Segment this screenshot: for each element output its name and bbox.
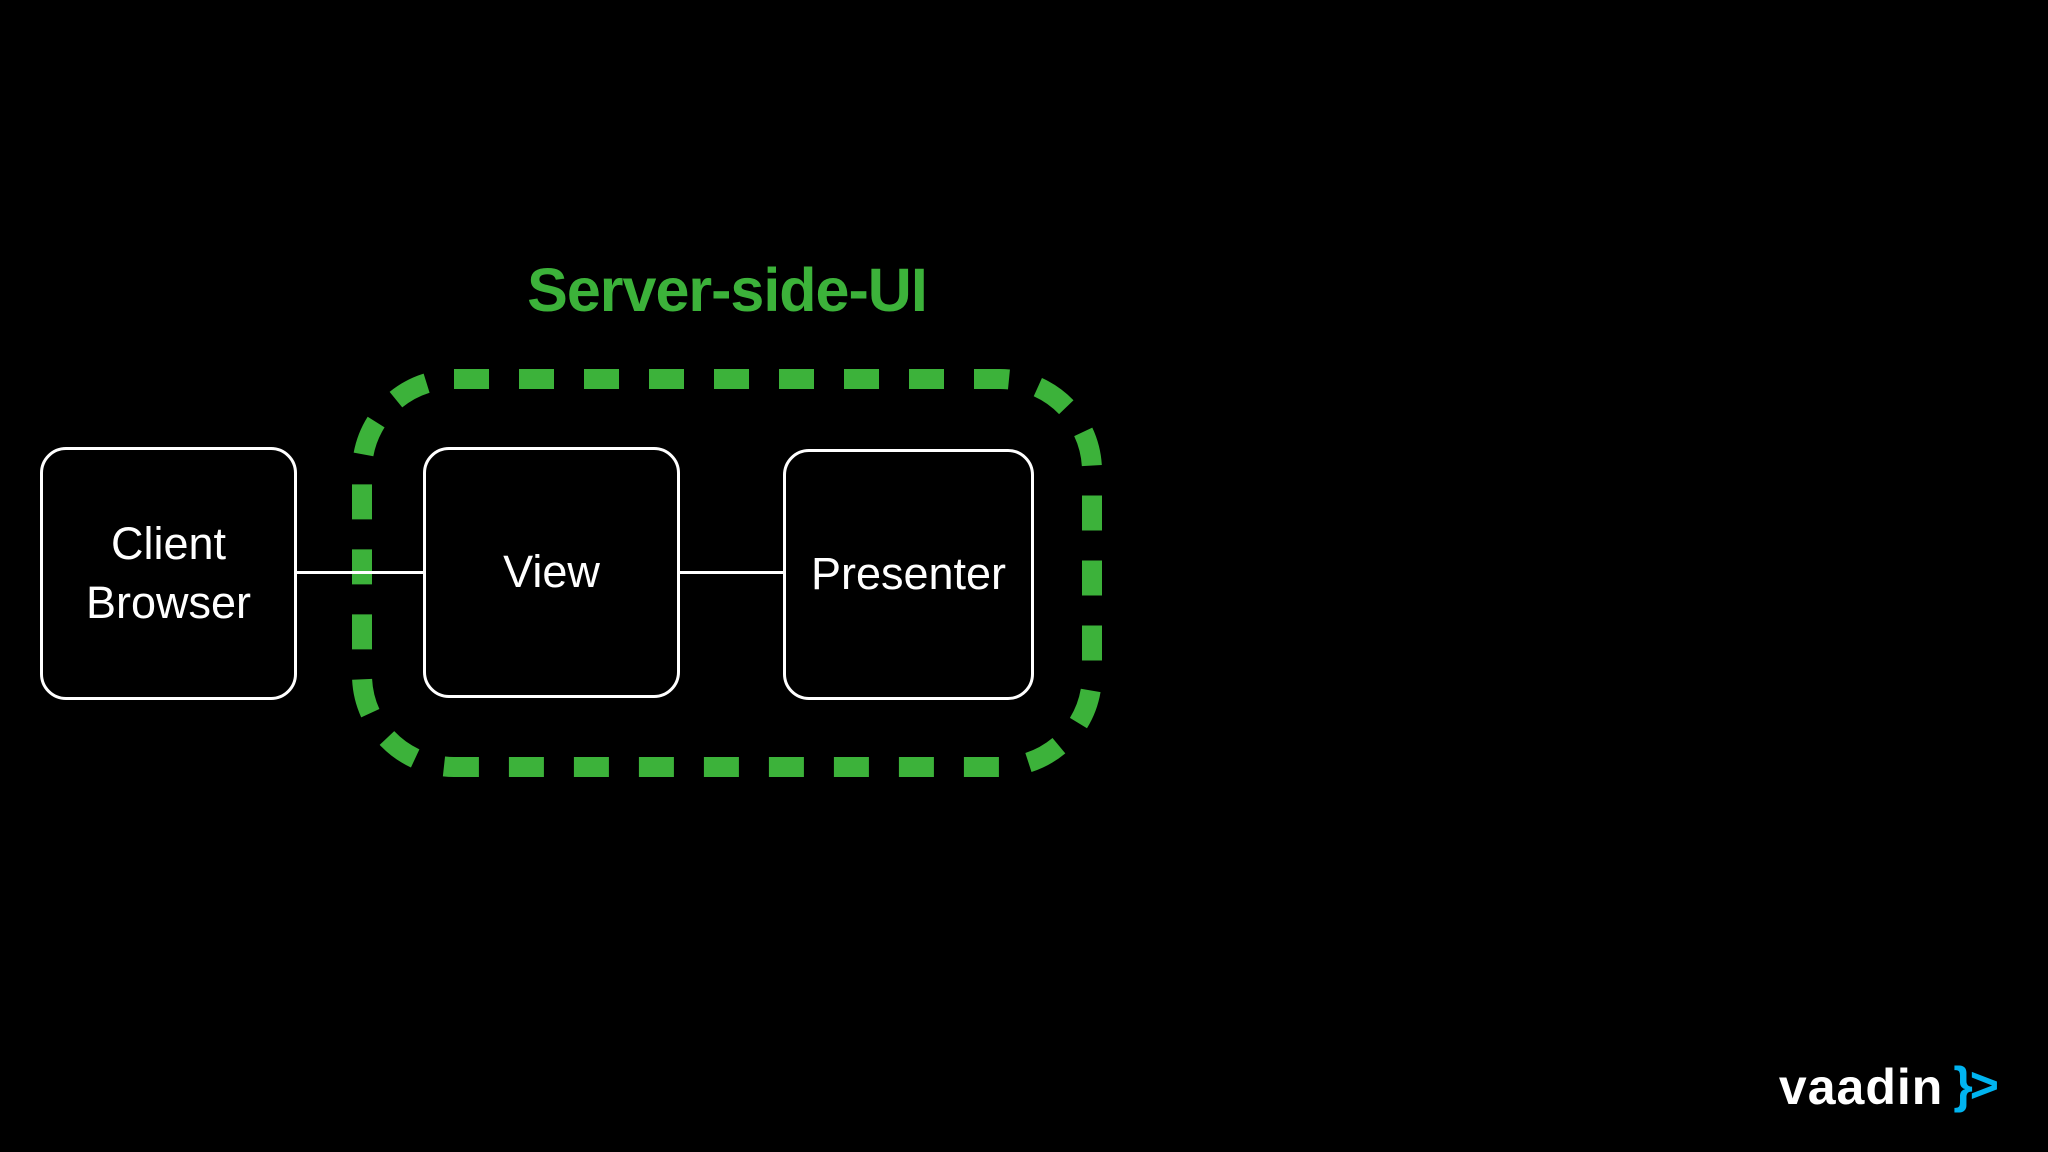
node-client-browser: Client Browser (40, 447, 297, 700)
node-view-label: View (503, 546, 600, 598)
server-side-ui-title: Server-side-UI (527, 256, 928, 324)
vaadin-logo-brace-arrow-icon: }> (1953, 1057, 1999, 1113)
node-presenter: Presenter (783, 449, 1034, 700)
connector-client-browser-to-view (295, 571, 425, 574)
vaadin-logo: vaadin }> (1778, 1057, 1999, 1116)
node-view: View (423, 447, 680, 698)
connector-view-to-presenter (678, 571, 785, 574)
node-presenter-label: Presenter (810, 548, 1007, 600)
node-client-browser-label: Client Browser (85, 518, 252, 628)
vaadin-logo-wordmark: vaadin (1778, 1059, 1944, 1115)
